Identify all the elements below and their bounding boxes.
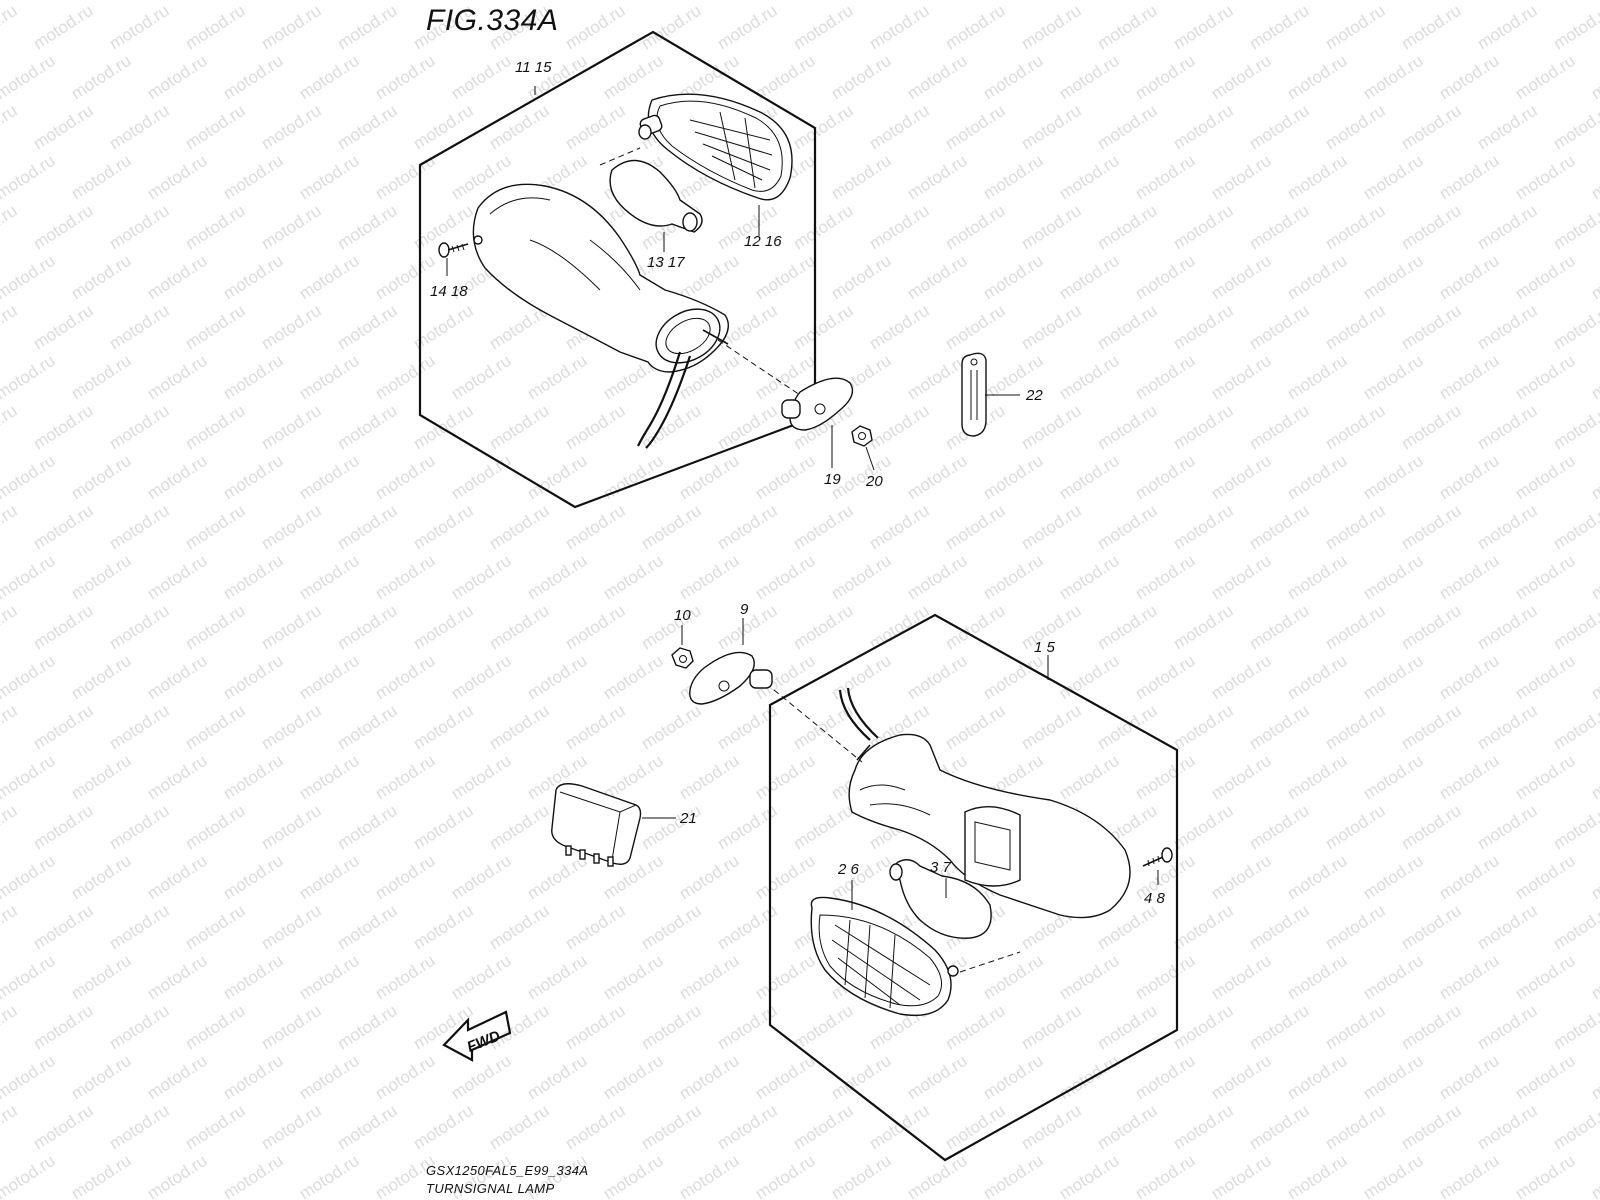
callout-1-5: 1 5 [1034,639,1056,656]
callout-21: 21 [679,810,697,827]
leader-lines [446,86,1159,910]
lower-lens-part [810,896,959,1017]
lower-nut-part [671,647,694,669]
fwd-label: FWD [465,1027,503,1056]
upper-assembly [418,30,987,509]
figure-title: FIG.334A [426,4,559,37]
upper-housing-part [472,183,729,449]
callout-3-7: 3 7 [930,859,952,876]
lower-bulb-part [889,859,992,939]
model-code: GSX1250FAL5_E99_334A [426,1163,589,1178]
lower-assembly [671,613,1179,1162]
upper-nut-part [851,425,873,447]
lower-align-line-2 [959,951,1021,973]
bracket-22-part [961,352,987,437]
lower-housing-part [838,687,1131,919]
lower-align-line [773,689,863,763]
callout-2-6: 2 6 [837,861,860,878]
lower-group-box [768,613,1179,1162]
lower-screw-part [1142,847,1173,867]
callout-20: 20 [865,473,883,490]
upper-plate-part [781,377,854,431]
callout-9: 9 [740,601,749,618]
callout-12-16: 12 16 [744,233,782,250]
callout-4-8: 4 8 [1144,890,1166,907]
callout-22: 22 [1025,387,1043,404]
callout-14-18: 14 18 [430,283,468,300]
callout-labels: 11 15 12 16 13 17 14 18 19 20 22 10 9 1 … [430,59,1166,907]
callout-13-17: 13 17 [647,254,685,271]
lower-plate-part [689,651,773,705]
callout-10: 10 [674,607,691,624]
callout-11-15: 11 15 [515,59,552,76]
relay-21-part [551,783,642,867]
upper-screw-part [438,242,469,258]
upper-align-line-1 [717,339,801,396]
upper-align-line-2 [599,147,641,166]
upper-lens-part [638,93,793,201]
callout-19: 19 [824,471,841,488]
diagram-caption: TURNSIGNAL LAMP [426,1181,555,1196]
fwd-arrow: FWD [442,1010,512,1062]
upper-bulb-part [609,159,703,233]
